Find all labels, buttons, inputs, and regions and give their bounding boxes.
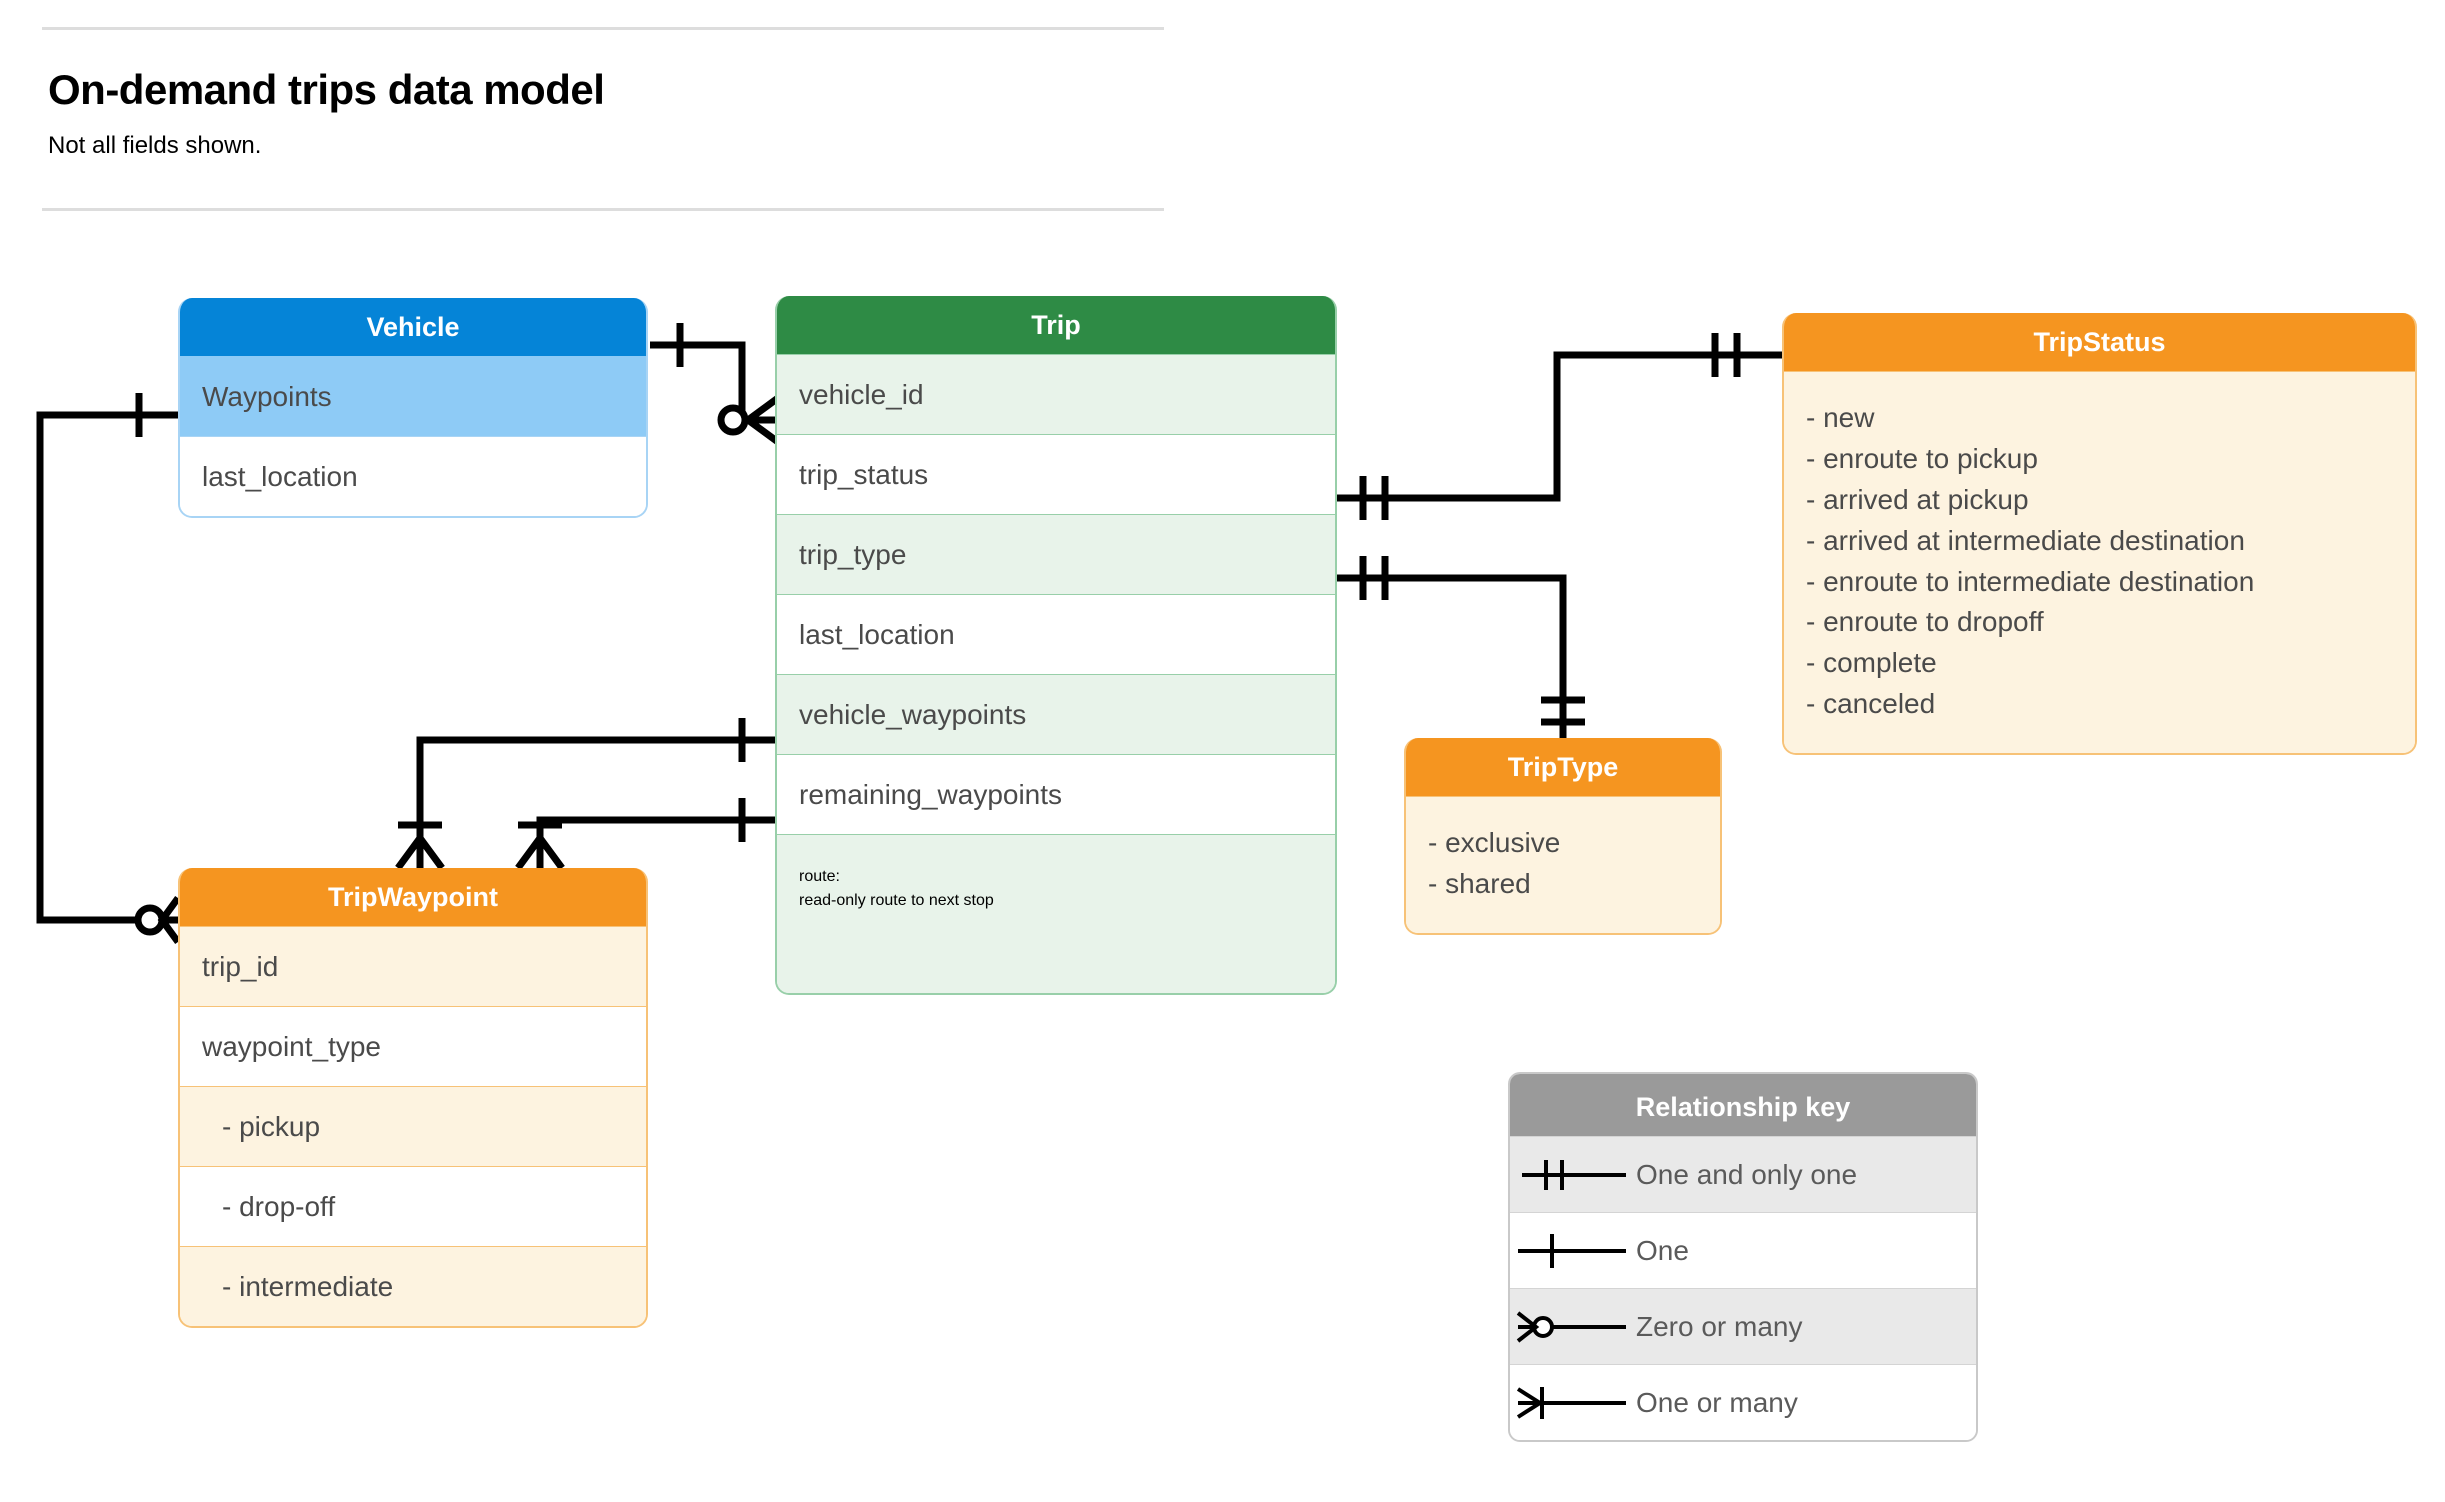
tripstatus-value: - enroute to dropoff — [1806, 606, 2044, 638]
one-icon — [1510, 1213, 1636, 1288]
trip-field-trip-type[interactable]: trip_type — [777, 514, 1335, 594]
legend-label: One — [1636, 1234, 1689, 1266]
trip-field-route[interactable]: route: read-only route to next stop — [777, 834, 1335, 993]
relationship-key-panel: Relationship key One and only one One — [1508, 1072, 1978, 1442]
legend-row-zero-or-many: Zero or many — [1510, 1288, 1976, 1364]
entity-tripstatus-title: TripStatus — [1784, 313, 2415, 371]
zero-or-many-icon — [1510, 1289, 1636, 1364]
relationship-key-title: Relationship key — [1510, 1074, 1976, 1136]
tripstatus-value: - canceled — [1806, 688, 1936, 720]
entity-vehicle-title: Vehicle — [180, 298, 646, 356]
edge-vehicle-waypoints-tripwaypoint — [36, 411, 178, 924]
tripwaypoint-value-drop-off[interactable]: - drop-off — [180, 1166, 646, 1246]
header-divider-bottom — [42, 208, 1164, 211]
tripstatus-value: - arrived at pickup — [1806, 483, 2029, 515]
entity-triptype-title: TripType — [1406, 738, 1720, 796]
trip-field-vehicle-waypoints[interactable]: vehicle_waypoints — [777, 674, 1335, 754]
entity-tripwaypoint[interactable]: TripWaypoint trip_id waypoint_type - pic… — [178, 868, 648, 1328]
tripstatus-value: - complete — [1806, 647, 1937, 679]
vehicle-field-waypoints[interactable]: Waypoints — [180, 356, 646, 436]
tripstatus-value: - arrived at intermediate destination — [1806, 524, 2245, 556]
trip-field-vehicle-id[interactable]: vehicle_id — [777, 354, 1335, 434]
entity-triptype[interactable]: TripType - exclusive - shared — [1404, 738, 1722, 935]
tripstatus-value: - enroute to pickup — [1806, 442, 2038, 474]
edge-vehicle-trip — [650, 341, 775, 424]
triptype-value-list: - exclusive - shared — [1406, 796, 1720, 933]
edge-trip-vehicle-waypoints — [416, 736, 775, 862]
triptype-value: - exclusive — [1428, 827, 1561, 858]
legend-row-one-and-only-one: One and only one — [1510, 1136, 1976, 1212]
trip-field-remaining-waypoints[interactable]: remaining_waypoints — [777, 754, 1335, 834]
edge-trip-tripstatus — [1337, 351, 1782, 502]
entity-tripstatus[interactable]: TripStatus - new - enroute to pickup - a… — [1782, 313, 2417, 755]
trip-route-note: read-only route to next stop — [799, 892, 994, 909]
trip-field-trip-status[interactable]: trip_status — [777, 434, 1335, 514]
edge-trip-remaining-waypoints — [536, 816, 775, 862]
tripwaypoint-value-pickup[interactable]: - pickup — [180, 1086, 646, 1166]
tripwaypoint-value-intermediate[interactable]: - intermediate — [180, 1246, 646, 1326]
tripstatus-value: - enroute to intermediate destination — [1806, 565, 2255, 597]
tripwaypoint-field-trip-id[interactable]: trip_id — [180, 926, 646, 1006]
tripwaypoint-field-waypoint-type[interactable]: waypoint_type — [180, 1006, 646, 1086]
legend-row-one-or-many: One or many — [1510, 1364, 1976, 1440]
header-divider-top — [42, 27, 1164, 30]
legend-label: Zero or many — [1636, 1310, 1803, 1342]
one-or-many-icon — [1510, 1365, 1636, 1440]
triptype-value: - shared — [1428, 867, 1531, 899]
entity-tripwaypoint-title: TripWaypoint — [180, 868, 646, 926]
one-and-only-one-icon — [1510, 1137, 1636, 1212]
legend-row-one: One — [1510, 1212, 1976, 1288]
trip-route-label: route: — [799, 868, 840, 885]
entity-trip-title: Trip — [777, 296, 1335, 354]
legend-label: One or many — [1636, 1386, 1798, 1418]
tripstatus-value: - new — [1806, 402, 1875, 433]
vehicle-field-last-location[interactable]: last_location — [180, 436, 646, 516]
page-subtitle: Not all fields shown. — [48, 132, 262, 159]
page-title: On-demand trips data model — [48, 66, 605, 113]
edge-trip-triptype — [1337, 574, 1567, 738]
legend-label: One and only one — [1636, 1158, 1858, 1190]
tripstatus-value-list: - new - enroute to pickup - arrived at p… — [1784, 371, 2415, 753]
entity-trip[interactable]: Trip vehicle_id trip_status trip_type la… — [775, 296, 1337, 995]
trip-field-last-location[interactable]: last_location — [777, 594, 1335, 674]
entity-vehicle[interactable]: Vehicle Waypoints last_location — [178, 298, 648, 518]
